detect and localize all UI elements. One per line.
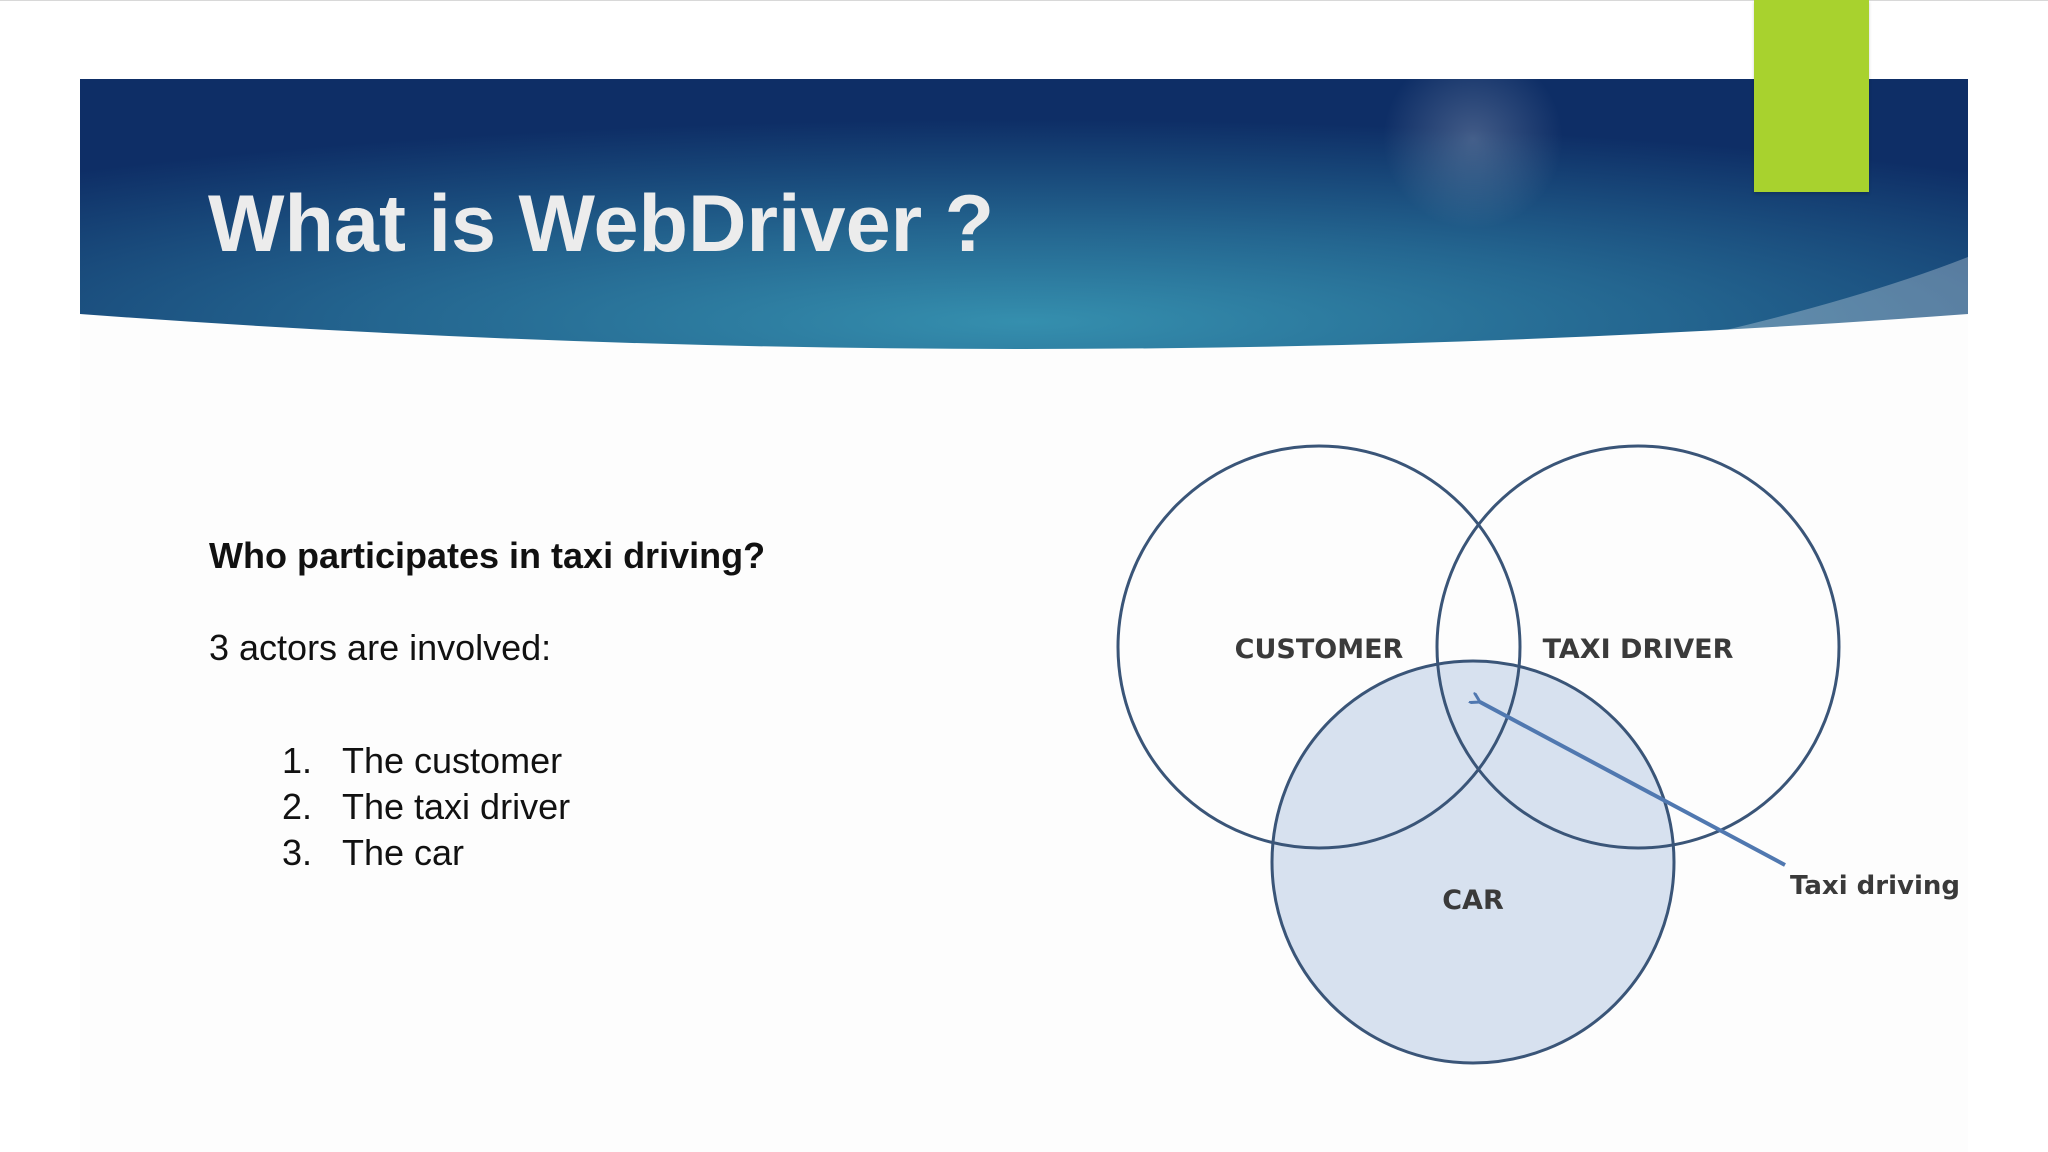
list-item-label: The customer [342, 740, 563, 781]
list-item-label: The car [342, 832, 465, 873]
car-circle [1270, 659, 1676, 1065]
actors-list: 1. The customer 2. The taxi driver 3. The c… [282, 738, 570, 876]
car-label: CAR [1442, 885, 1504, 916]
accent-tab [1754, 0, 1869, 192]
title-banner [80, 79, 1968, 381]
taxi-driver-label: TAXI DRIVER [1543, 634, 1734, 665]
list-item: 2. The taxi driver [282, 784, 570, 830]
slide-title: What is WebDriver ? [208, 179, 995, 269]
car-circle-fill [1272, 661, 1674, 1063]
list-item: 1. The customer [282, 738, 570, 784]
list-number: 3. [282, 832, 313, 873]
list-item: 3. The car [282, 830, 570, 876]
intro-text: 3 actors are involved: [209, 627, 552, 668]
taxi-driver-circle [1435, 444, 1841, 850]
customer-circle [1116, 444, 1522, 850]
customer-label: CUSTOMER [1235, 634, 1404, 665]
question-heading: Who participates in taxi driving? [209, 535, 766, 576]
callout-arrow [1480, 702, 1786, 867]
list-number: 2. [282, 786, 313, 827]
list-number: 1. [282, 740, 313, 781]
callout-label: Taxi driving [1790, 871, 1960, 901]
list-item-label: The taxi driver [342, 786, 571, 827]
top-rule [0, 0, 2048, 1]
